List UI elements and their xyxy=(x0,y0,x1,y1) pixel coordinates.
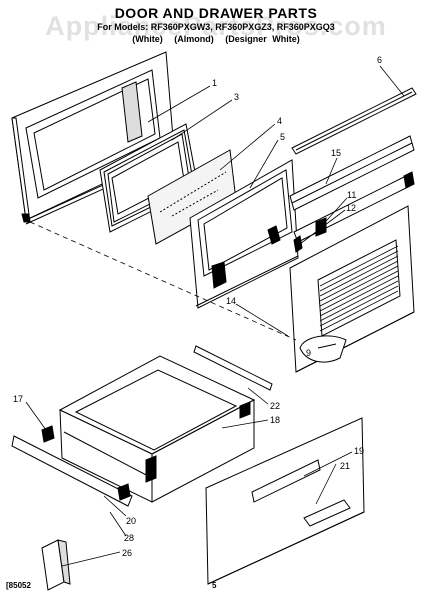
variant-designer-white: (Designer White) xyxy=(225,34,300,44)
drawer-end-cap[interactable] xyxy=(41,539,71,591)
callout-3: 3 xyxy=(234,92,239,102)
drawer-slide[interactable] xyxy=(11,425,133,507)
callout-21: 21 xyxy=(340,461,350,471)
vent-trim[interactable] xyxy=(289,135,415,211)
callout-20: 20 xyxy=(126,516,136,526)
variant-white: (White) xyxy=(132,34,163,44)
callout-9: 9 xyxy=(306,348,311,358)
door-latch[interactable] xyxy=(299,335,347,363)
door-top-trim[interactable] xyxy=(291,87,417,155)
alignment-line xyxy=(29,221,297,341)
outer-door-panel[interactable] xyxy=(11,51,177,225)
door-inner-panel[interactable] xyxy=(289,205,415,373)
callout-4: 4 xyxy=(277,116,282,126)
callout-15: 15 xyxy=(331,148,341,158)
model-list: For Models: RF360PXGW3, RF360PXGZ3, RF36… xyxy=(97,22,335,32)
drawer-handle[interactable] xyxy=(303,499,351,527)
callout-14: 14 xyxy=(226,296,236,306)
handle-bracket[interactable] xyxy=(293,171,415,253)
page-title: DOOR AND DRAWER PARTS xyxy=(114,5,318,21)
color-variants: (White) (Almond) (Designer White) xyxy=(0,34,432,44)
variant-almond: (Almond) xyxy=(174,34,214,44)
callout-11: 11 xyxy=(347,190,356,200)
callout-5: 5 xyxy=(280,132,285,142)
callout-28: 28 xyxy=(124,533,134,543)
callout-1: 1 xyxy=(212,78,217,88)
callout-17: 17 xyxy=(13,394,23,404)
page-number: 5 xyxy=(212,581,217,590)
vent-louvers xyxy=(319,245,399,332)
callout-19: 19 xyxy=(354,446,364,456)
callout-6: 6 xyxy=(377,55,382,65)
callout-22: 22 xyxy=(270,401,280,411)
footer-code: [85052 xyxy=(6,581,31,590)
drawer-front-panel[interactable] xyxy=(205,417,365,585)
callout-26: 26 xyxy=(122,548,132,558)
leader-lines xyxy=(25,65,405,567)
inner-door-liner[interactable] xyxy=(189,159,299,309)
callout-12: 12 xyxy=(346,203,356,213)
callout-18: 18 xyxy=(270,415,280,425)
drawer-box[interactable] xyxy=(58,355,256,503)
drawer-rail[interactable] xyxy=(193,345,273,391)
